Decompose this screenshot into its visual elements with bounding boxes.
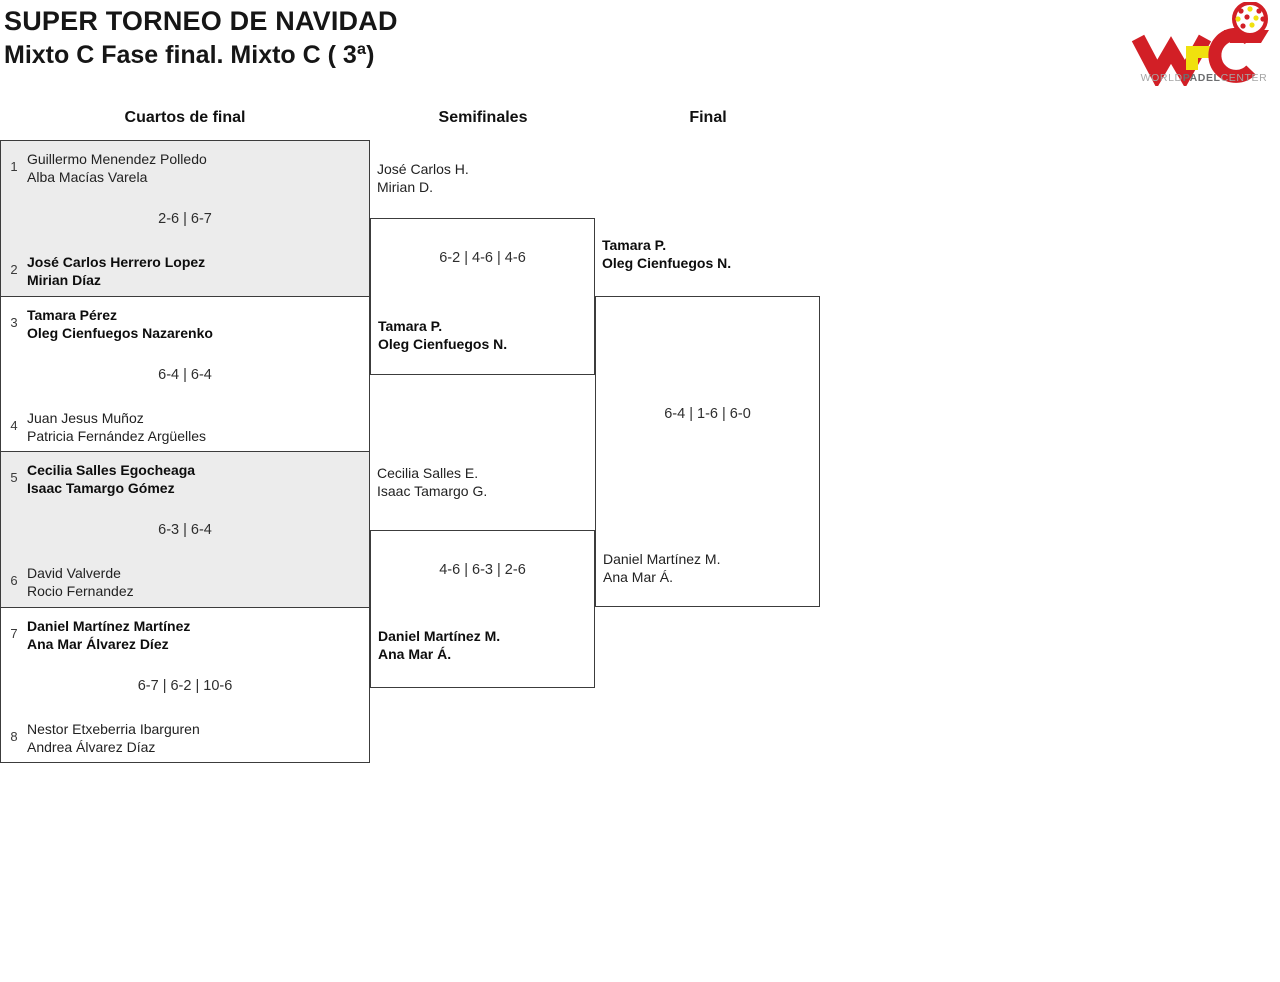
seed-number: 5 bbox=[10, 470, 18, 485]
player-name: Nestor Etxeberria Ibarguren bbox=[27, 720, 200, 737]
team-names: José Carlos Herrero Lopez Mirian Díaz bbox=[27, 253, 205, 289]
player-name: José Carlos Herrero Lopez bbox=[27, 254, 206, 270]
player-name: Isaac Tamargo Gómez bbox=[27, 480, 175, 496]
page-subtitle: Mixto C Fase final. Mixto C ( 3ª) bbox=[4, 41, 375, 69]
match-score: 4-6 | 6-3 | 2-6 bbox=[439, 562, 526, 578]
semifinal-1-top-team: José Carlos H. Mirian D. bbox=[377, 160, 469, 196]
team-names: Nestor Etxeberria Ibarguren Andrea Álvar… bbox=[27, 720, 200, 756]
team-names: Cecilia Salles Egocheaga Isaac Tamargo G… bbox=[27, 461, 195, 497]
column-header-semifinals: Semifinales bbox=[438, 109, 528, 126]
logo-wordmark: WORLDPADELCENTER bbox=[1141, 72, 1268, 84]
page-title: SUPER TORNEO DE NAVIDAD bbox=[4, 6, 398, 36]
team-row: 2 José Carlos Herrero Lopez Mirian Díaz bbox=[1, 253, 205, 289]
quarterfinal-match-4: 7 Daniel Martínez Martínez Ana Mar Álvar… bbox=[1, 606, 369, 762]
match-score: 6-4 | 1-6 | 6-0 bbox=[664, 406, 751, 422]
quarterfinal-match-3: 5 Cecilia Salles Egocheaga Isaac Tamargo… bbox=[1, 451, 369, 607]
player-name: Juan Jesus Muñoz bbox=[27, 409, 144, 426]
seed-number: 1 bbox=[10, 159, 18, 174]
player-name: Tamara P. bbox=[378, 318, 443, 334]
player-name: Ana Mar Á. bbox=[378, 646, 452, 662]
seed-number: 2 bbox=[10, 262, 18, 277]
seed-number: 3 bbox=[10, 314, 18, 330]
match-score: 6-4 | 6-4 bbox=[158, 366, 212, 383]
column-header-final: Final bbox=[689, 109, 727, 126]
player-name: Alba Macías Varela bbox=[27, 169, 148, 185]
semifinal-2-winner-team: Daniel Martínez M. Ana Mar Á. bbox=[378, 627, 500, 663]
player-name: David Valverde bbox=[27, 565, 121, 581]
match-score: 6-7 | 6-2 | 10-6 bbox=[137, 677, 233, 694]
wpc-logo: WORLDPADELCENTER bbox=[1131, 2, 1269, 86]
player-name: Ana Mar Álvarez Díez bbox=[27, 635, 169, 652]
team-row: 6 David Valverde Rocio Fernandez bbox=[1, 564, 134, 600]
player-name: Oleg Cienfuegos N. bbox=[602, 255, 732, 271]
quarterfinals-column: 1 Guillermo Menendez Polledo Alba Macías… bbox=[0, 140, 370, 763]
player-name: Mirian D. bbox=[377, 179, 434, 195]
column-header-quarterfinals: Cuartos de final bbox=[124, 109, 246, 126]
player-name: Isaac Tamargo G. bbox=[377, 483, 488, 499]
match-score: 2-6 | 6-7 bbox=[158, 211, 212, 227]
player-name: Oleg Cienfuegos Nazarenko bbox=[27, 324, 213, 341]
team-row: 7 Daniel Martínez Martínez Ana Mar Álvar… bbox=[1, 617, 190, 653]
team-names: Juan Jesus Muñoz Patricia Fernández Argü… bbox=[27, 409, 206, 445]
team-row: 4 Juan Jesus Muñoz Patricia Fernández Ar… bbox=[1, 409, 206, 445]
seed-number: 7 bbox=[10, 625, 18, 641]
player-name: Daniel Martínez M. bbox=[378, 628, 501, 644]
player-name: Andrea Álvarez Díaz bbox=[27, 738, 156, 755]
final-winner-team: Tamara P. Oleg Cienfuegos N. bbox=[602, 236, 731, 272]
match-score: 6-3 | 6-4 bbox=[158, 522, 212, 538]
team-names: Tamara Pérez Oleg Cienfuegos Nazarenko bbox=[27, 306, 213, 342]
match-score: 6-2 | 4-6 | 4-6 bbox=[439, 250, 526, 266]
semifinal-1-winner-team: Tamara P. Oleg Cienfuegos N. bbox=[378, 317, 507, 353]
racket-dots bbox=[1235, 6, 1266, 29]
team-row: 8 Nestor Etxeberria Ibarguren Andrea Álv… bbox=[1, 720, 200, 756]
team-row: 1 Guillermo Menendez Polledo Alba Macías… bbox=[1, 150, 207, 186]
logo-word-center: CENTER bbox=[1221, 72, 1268, 84]
player-name: Tamara P. bbox=[602, 237, 667, 253]
player-name: Guillermo Menendez Polledo bbox=[27, 151, 207, 167]
player-name: Daniel Martínez Martínez bbox=[27, 617, 191, 634]
player-name: Patricia Fernández Argüelles bbox=[27, 427, 206, 444]
player-name: Tamara Pérez bbox=[27, 306, 118, 323]
semifinal-match-1: 6-2 | 4-6 | 4-6 Tamara P. Oleg Cienfuego… bbox=[370, 218, 595, 375]
player-name: Cecilia Salles Egocheaga bbox=[27, 462, 196, 478]
team-row: 5 Cecilia Salles Egocheaga Isaac Tamargo… bbox=[1, 461, 195, 497]
player-name: Daniel Martínez M. bbox=[603, 551, 721, 567]
semifinal-match-2: 4-6 | 6-3 | 2-6 Daniel Martínez M. Ana M… bbox=[370, 530, 595, 688]
quarterfinal-match-1: 1 Guillermo Menendez Polledo Alba Macías… bbox=[1, 141, 369, 296]
seed-number: 8 bbox=[10, 728, 18, 744]
logo-word-world: WORLD bbox=[1141, 72, 1183, 84]
seed-number: 4 bbox=[10, 417, 18, 433]
player-name: José Carlos H. bbox=[377, 161, 469, 177]
player-name: Oleg Cienfuegos N. bbox=[378, 336, 508, 352]
wpc-logo-mark: WORLDPADELCENTER bbox=[1131, 2, 1269, 86]
semifinal-2-top-team: Cecilia Salles E. Isaac Tamargo G. bbox=[377, 464, 487, 500]
final-match: 6-4 | 1-6 | 6-0 Daniel Martínez M. Ana M… bbox=[595, 296, 820, 607]
team-names: Daniel Martínez Martínez Ana Mar Álvarez… bbox=[27, 617, 190, 653]
seed-number: 6 bbox=[10, 573, 18, 588]
quarterfinal-match-2: 3 Tamara Pérez Oleg Cienfuegos Nazarenko… bbox=[1, 295, 369, 451]
final-runnerup-team: Daniel Martínez M. Ana Mar Á. bbox=[603, 550, 720, 586]
team-names: David Valverde Rocio Fernandez bbox=[27, 564, 134, 600]
player-name: Ana Mar Á. bbox=[603, 569, 674, 585]
team-names: Guillermo Menendez Polledo Alba Macías V… bbox=[27, 150, 207, 186]
logo-word-padel: PADEL bbox=[1183, 72, 1221, 84]
player-name: Rocio Fernandez bbox=[27, 583, 134, 599]
team-row: 3 Tamara Pérez Oleg Cienfuegos Nazarenko bbox=[1, 306, 213, 342]
player-name: Cecilia Salles E. bbox=[377, 465, 479, 481]
player-name: Mirian Díaz bbox=[27, 272, 101, 288]
